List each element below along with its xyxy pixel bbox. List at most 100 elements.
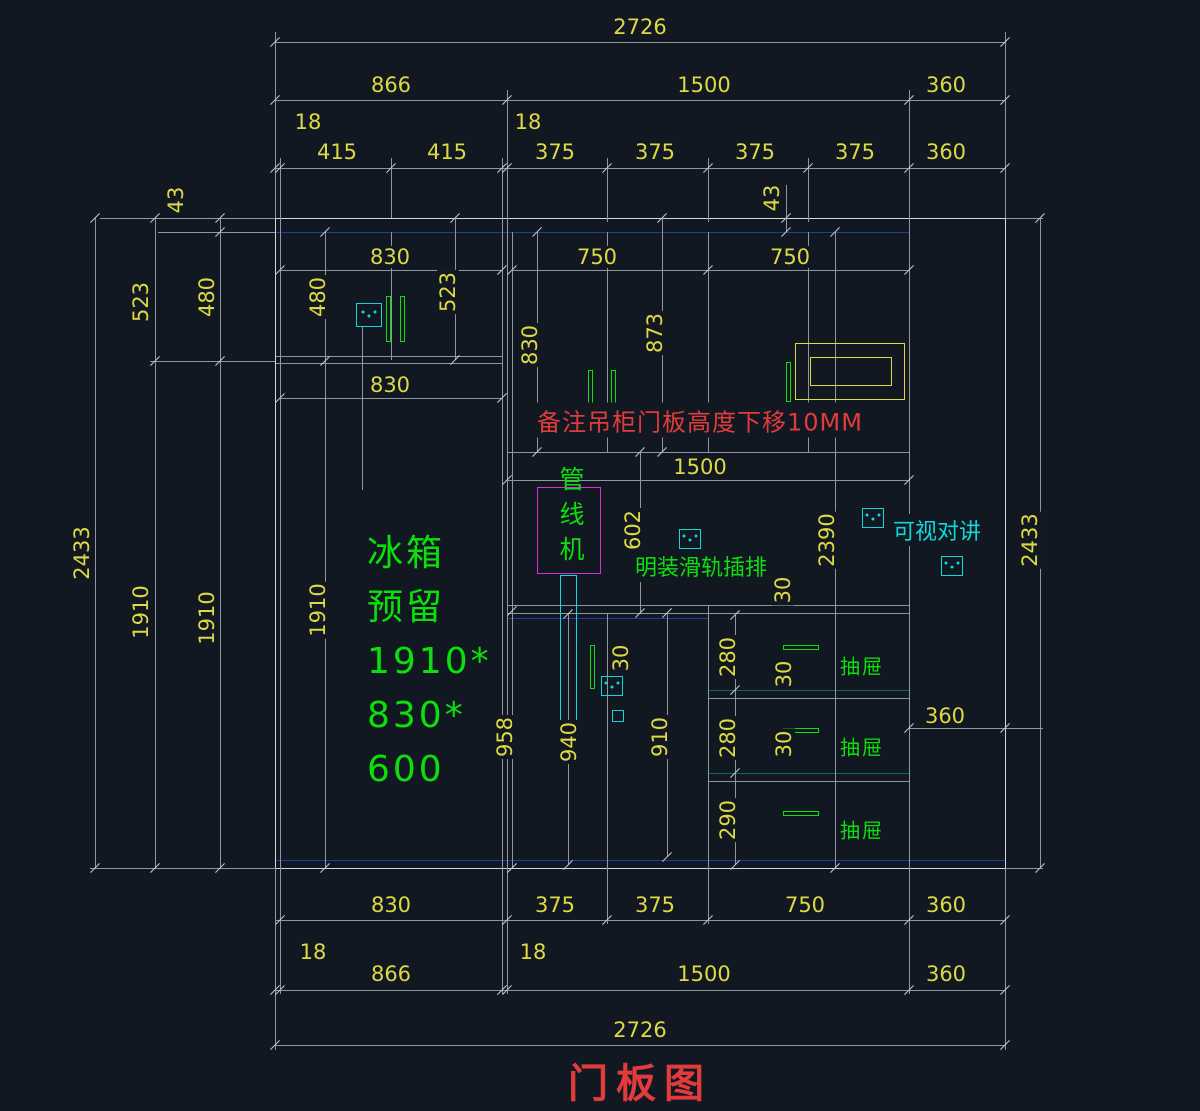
drawer-handle (783, 811, 819, 816)
fridge-note-line-4: 830* (367, 695, 466, 736)
dim-inner-523: 523 (435, 269, 460, 315)
cad-line-v (808, 158, 809, 222)
dim-bottom-375-a: 375 (532, 892, 578, 917)
dim-inner-602: 602 (620, 507, 645, 553)
cad-line-v (275, 218, 276, 868)
fridge-note-line-1: 冰箱 (367, 533, 446, 574)
cad-line-h (708, 773, 909, 774)
dim-top-866: 866 (368, 72, 414, 97)
small-box (612, 710, 624, 722)
cad-line-h (512, 270, 909, 271)
socket-symbol (679, 529, 701, 549)
dim-inner-480: 480 (305, 274, 330, 320)
dim-bottom-18-left: 18 (297, 939, 329, 964)
cad-line-h (280, 398, 502, 399)
dim-top-18-mid: 18 (512, 109, 544, 134)
dim-top-375-b: 375 (632, 139, 678, 164)
cad-line-v (909, 868, 910, 994)
cad-line-v (507, 90, 508, 218)
cad-line-h (275, 920, 1005, 921)
pipe-machine-label: 管线机 (556, 466, 585, 571)
cad-line-h (90, 868, 276, 869)
dim-top-18-left: 18 (292, 109, 324, 134)
intercom-label: 可视对讲 (890, 514, 984, 546)
fridge-reserved-note: 冰箱 预留 1910* 830* 600 (363, 527, 496, 797)
cad-line-v (507, 868, 508, 994)
drawer-label-3: 抽屉 (838, 814, 886, 844)
socket-symbol (356, 303, 382, 327)
cad-line-h (275, 42, 1005, 43)
cad-line-v (708, 232, 709, 452)
cad-line-v (220, 218, 221, 868)
cad-line-v (502, 158, 503, 218)
dim-left-43: 43 (163, 184, 188, 216)
dim-left-2433: 2433 (69, 524, 94, 582)
dim-inner-750-a: 750 (574, 244, 620, 269)
dim-top-total: 2726 (611, 14, 669, 39)
socket-symbol (601, 676, 623, 696)
dim-right-2433: 2433 (1017, 511, 1042, 569)
dim-left-1910-b: 1910 (194, 589, 219, 647)
cad-line-v (507, 218, 508, 868)
cad-line-h (275, 363, 502, 364)
range-hood-inner (810, 357, 892, 386)
cad-line-v (708, 605, 709, 868)
socket-symbol (862, 508, 884, 528)
cad-line-v (808, 232, 809, 452)
dim-bottom-830: 830 (368, 892, 414, 917)
dim-inner-290: 290 (715, 797, 740, 843)
cad-line-v (708, 868, 709, 924)
door-handle (386, 296, 391, 342)
socket-symbol (941, 556, 963, 576)
dim-inner-30-d: 30 (771, 728, 796, 760)
pipe-machine-box (537, 487, 601, 574)
cad-line-v (512, 232, 513, 868)
dim-bottom-866: 866 (368, 961, 414, 986)
cad-line-v (1005, 218, 1006, 868)
dim-left-480: 480 (194, 274, 219, 320)
cad-line-v (391, 232, 392, 360)
dim-bottom-360-b: 360 (923, 961, 969, 986)
dim-inner-30-c: 30 (771, 658, 796, 690)
cad-line-h (100, 218, 276, 219)
dim-top-375-c: 375 (732, 139, 778, 164)
dim-top-360: 360 (923, 72, 969, 97)
cad-line-v (786, 185, 787, 232)
cad-line-v (909, 90, 910, 218)
cad-line-v (280, 218, 281, 868)
dim-inner-360: 360 (922, 703, 968, 728)
dim-left-1910-a: 1910 (128, 583, 153, 641)
dim-bottom-375-b: 375 (632, 892, 678, 917)
dim-inner-830-v: 830 (517, 322, 542, 368)
dim-inner-2390: 2390 (814, 511, 839, 569)
cad-line-h (275, 356, 502, 357)
dim-inner-958: 958 (492, 714, 517, 760)
dim-inner-1910: 1910 (305, 581, 330, 639)
cad-line-h (708, 690, 909, 691)
dim-inner-30-a: 30 (770, 574, 795, 606)
cad-line-h (507, 480, 909, 481)
cad-line-h (708, 781, 909, 782)
door-handle (400, 296, 405, 342)
dim-bottom-360-a: 360 (923, 892, 969, 917)
cad-line-v (607, 868, 608, 924)
cad-line-h (276, 232, 909, 233)
cad-line-v (280, 158, 281, 218)
cad-line-v (607, 158, 608, 222)
drawer-label-2: 抽屉 (838, 731, 886, 761)
cad-line-h (507, 452, 909, 453)
fridge-note-line-2: 预留 (367, 587, 446, 628)
cad-line-v (502, 868, 503, 994)
dim-left-523: 523 (128, 279, 153, 325)
rail-strip-label: 明装滑轨插排 (632, 550, 770, 582)
drawer-handle (783, 645, 819, 650)
cad-line-v (280, 868, 281, 994)
range-hood-outline (795, 343, 905, 400)
cad-line-h (275, 218, 1006, 219)
cad-line-v (708, 158, 709, 222)
dim-top-415-a: 415 (314, 139, 360, 164)
cad-line-h (275, 990, 1005, 991)
dim-inner-830-mid: 830 (367, 372, 413, 397)
cad-line-v (275, 868, 276, 1050)
pipe-chase-outline (560, 575, 577, 732)
